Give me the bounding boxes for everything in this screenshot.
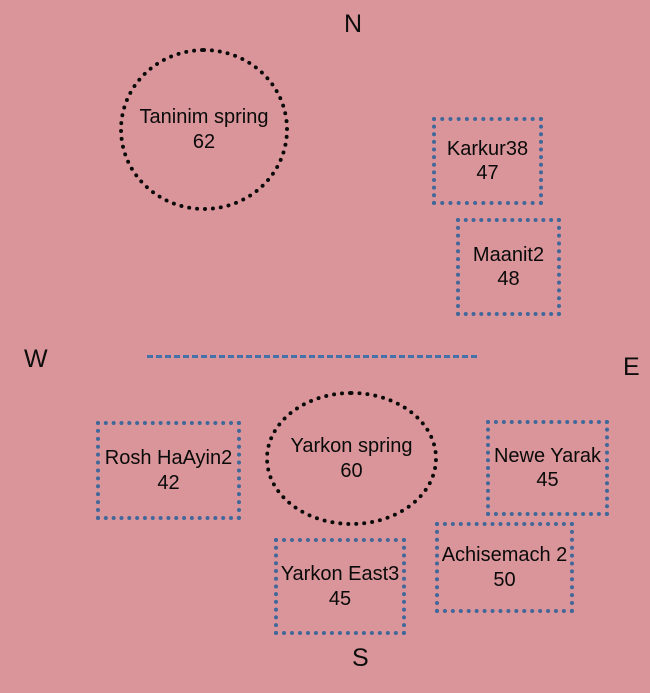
node-karkur38[interactable]: Karkur38 47 (432, 117, 543, 205)
node-maanit2[interactable]: Maanit2 48 (456, 218, 561, 316)
node-value: 47 (476, 162, 499, 184)
node-label: Rosh HaAyin2 (104, 447, 233, 470)
node-value: 48 (497, 268, 520, 290)
node-label: Maanit2 (472, 243, 545, 266)
node-achisemach-2[interactable]: Achisemach 2 50 (435, 522, 574, 613)
node-value: 50 (493, 568, 516, 591)
node-taninim-spring[interactable]: Taninim spring 62 (119, 48, 289, 211)
node-yarkon-spring[interactable]: Yarkon spring 60 (265, 391, 438, 526)
node-value: 42 (157, 471, 180, 494)
node-label: Newe Yarak (493, 444, 602, 467)
node-value: 45 (536, 469, 559, 491)
node-label: Karkur38 (446, 137, 529, 160)
node-label: Yarkon East3 (280, 563, 400, 586)
node-rosh-haayin2[interactable]: Rosh HaAyin2 42 (96, 421, 241, 520)
node-label: Yarkon spring (290, 435, 413, 458)
node-newe-yarak[interactable]: Newe Yarak 45 (486, 420, 609, 516)
compass-label-west: W (24, 345, 49, 373)
divider-line (147, 355, 477, 358)
node-value: 62 (192, 130, 216, 153)
compass-label-south: S (352, 644, 370, 672)
node-label: Achisemach 2 (441, 544, 568, 567)
node-yarkon-east3[interactable]: Yarkon East3 45 (274, 538, 406, 635)
node-value: 45 (328, 587, 352, 610)
node-value: 60 (340, 459, 363, 482)
compass-label-east: E (623, 353, 641, 381)
compass-label-north: N (344, 10, 363, 38)
node-label: Taninim spring (139, 106, 269, 129)
